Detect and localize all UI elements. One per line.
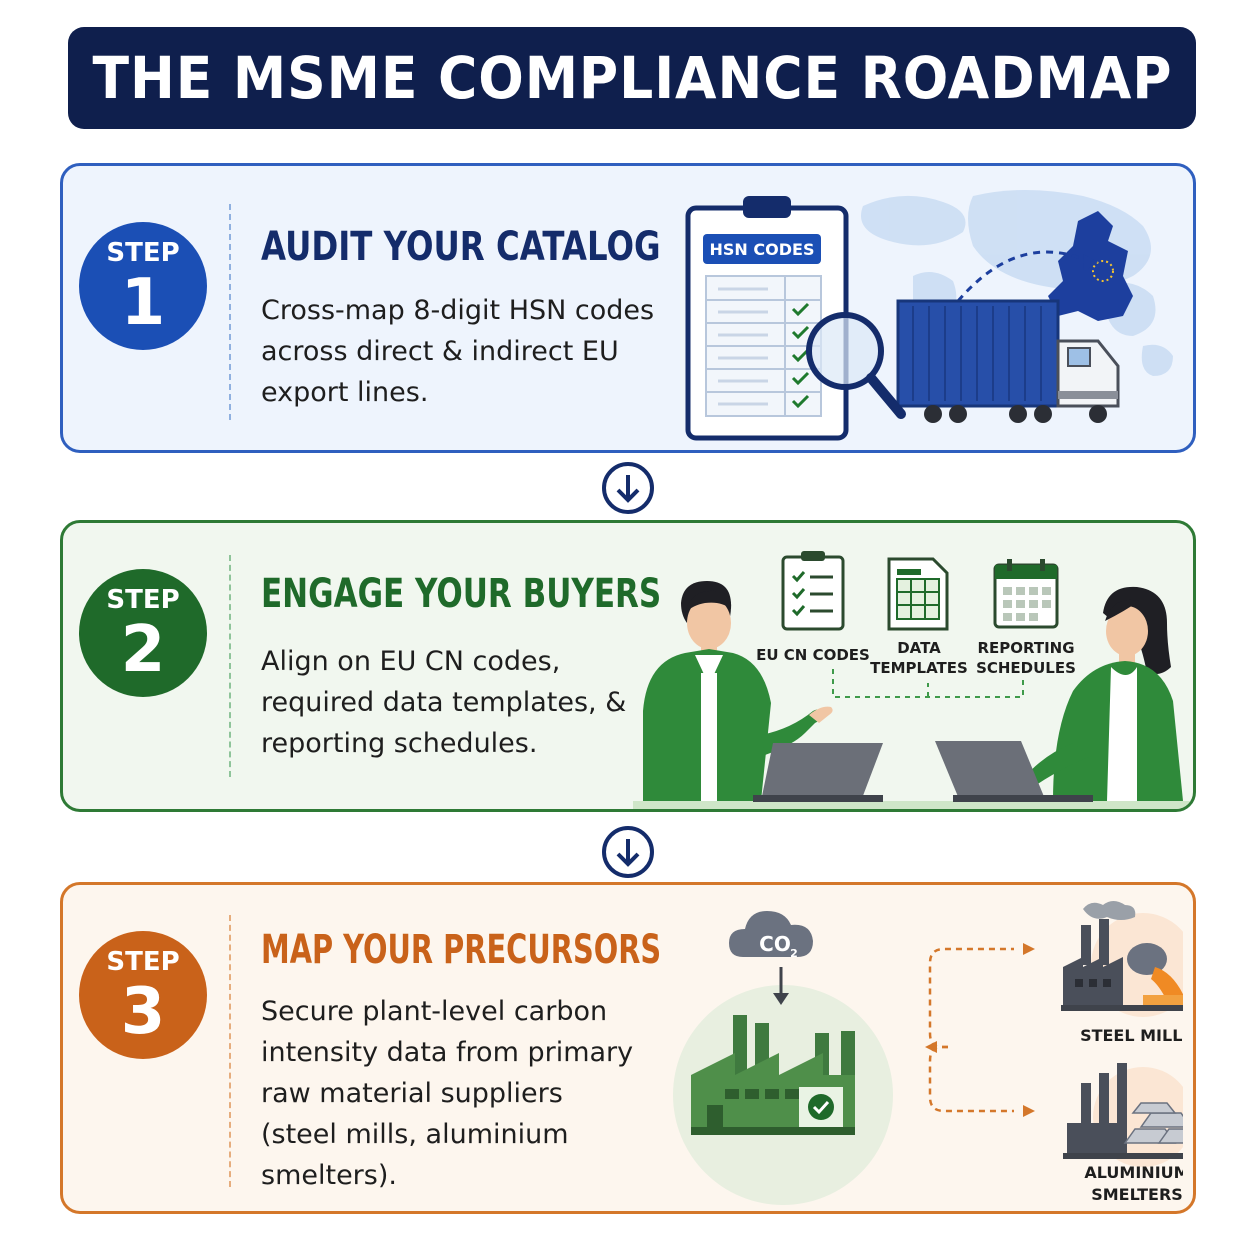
hsn-codes-label: HSN CODES: [710, 240, 815, 259]
meeting-table: [633, 801, 1193, 809]
spreadsheet-doc-icon: [887, 557, 949, 631]
page-title: THE MSME COMPLIANCE ROADMAP: [92, 44, 1172, 112]
clipboard-icon: HSN CODES: [685, 196, 849, 441]
step-2-card: STEP 2 ENGAGE YOUR BUYERS Align on EU CN…: [60, 520, 1196, 812]
step-2-heading: ENGAGE YOUR BUYERS: [261, 571, 662, 617]
co2-label: CO: [759, 932, 791, 956]
factory-icon: [691, 1015, 855, 1135]
shipping-route-arrow: [956, 250, 1089, 302]
doc-label-data: DATA: [897, 639, 941, 657]
verified-check-icon: [812, 1100, 830, 1115]
calendar-doc-icon: [993, 559, 1059, 629]
step-3-number: 3: [120, 975, 166, 1049]
precursor-mapping-illustration: CO 2: [673, 901, 1183, 1205]
checklist-doc-icon: [781, 551, 845, 631]
catalog-audit-illustration: HSN CODES: [685, 190, 1173, 441]
step-3-description: Secure plant-level carbon intensity data…: [261, 996, 634, 1191]
step-3-badge: STEP 3: [79, 931, 207, 1059]
step-1-description: Cross-map 8-digit HSN codes across direc…: [261, 295, 655, 408]
step-3-divider: [229, 915, 231, 1187]
doc-label-schedules: SCHEDULES: [976, 659, 1076, 677]
aluminium-label: ALUMINIUM: [1084, 1163, 1183, 1182]
down-arrow-connector-2: [602, 826, 654, 878]
co2-cloud-icon: CO 2: [729, 911, 813, 1005]
title-banner: THE MSME COMPLIANCE ROADMAP: [68, 27, 1196, 129]
step-1-divider: [229, 204, 231, 420]
step-3-label: STEP: [106, 947, 180, 977]
step-3-card: STEP 3 MAP YOUR PRECURSORS Secure plant-…: [60, 882, 1196, 1214]
aluminium-smelter-icon: [1063, 1063, 1183, 1167]
doc-label-eu-cn-codes: EU CN CODES: [756, 646, 870, 664]
step-2-label: STEP: [106, 585, 180, 615]
step-1-label: STEP: [106, 238, 180, 268]
steel-mill-icon: [1061, 901, 1183, 1017]
step-1-badge: STEP 1: [79, 222, 207, 350]
buyer-meeting-illustration: EU CN CODES DATA TEMPLATES REPORTING SCH…: [633, 551, 1193, 809]
step-1-card: STEP 1 AUDIT YOUR CATALOG Cross-map 8-di…: [60, 163, 1196, 453]
truck-icon: [896, 299, 1120, 423]
step-2-divider: [229, 555, 231, 777]
doc-label-reporting: REPORTING: [977, 639, 1074, 657]
step-2-number: 2: [120, 613, 166, 687]
steel-mills-label: STEEL MILLS: [1080, 1026, 1183, 1045]
person-woman-icon: [1023, 586, 1183, 801]
supply-link-arrows: [928, 947, 1014, 1113]
step-3-heading: MAP YOUR PRECURSORS: [261, 927, 662, 973]
co2-subscript: 2: [790, 947, 798, 960]
down-arrow-connector-1: [602, 462, 654, 514]
step-2-badge: STEP 2: [79, 569, 207, 697]
magnifier-icon: [806, 312, 906, 419]
step-2-description: Align on EU CN codes, required data temp…: [261, 646, 627, 759]
laptop-icon: [753, 743, 883, 802]
doc-label-templates: TEMPLATES: [870, 659, 968, 677]
laptop-icon: [935, 741, 1093, 802]
step-1-heading: AUDIT YOUR CATALOG: [261, 224, 661, 270]
checkmark-icon: [791, 302, 810, 409]
step-1-number: 1: [120, 266, 166, 340]
smelters-label: SMELTERS: [1091, 1185, 1183, 1204]
